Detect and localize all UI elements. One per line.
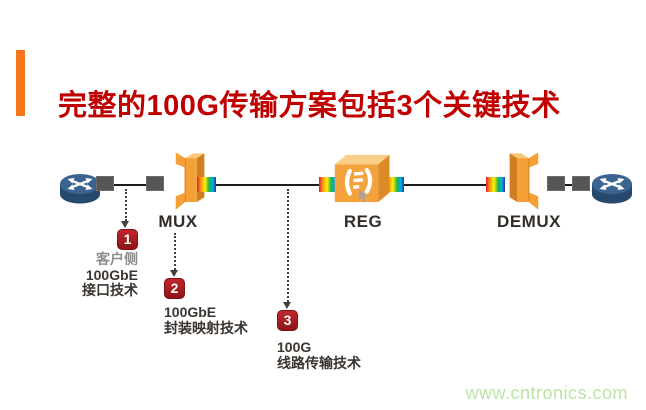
wdm-spectrum-square <box>385 177 404 192</box>
step-3-line-2: 线路传输技术 <box>277 354 361 371</box>
mux-label: MUX <box>158 212 198 231</box>
step-2-line-2: 封装映射技术 <box>164 319 248 336</box>
reg-label: REG <box>343 212 383 231</box>
router-icon <box>592 174 632 204</box>
step-1-line-2: 100GbE <box>85 266 138 283</box>
step-2-label: 100GbE 封装映射技术 <box>164 304 294 336</box>
demux-label: DEMUX <box>497 212 561 231</box>
step-2-badge: 2 <box>164 278 185 299</box>
step-3-label: 100G 线路传输技术 <box>277 339 407 371</box>
regenerator-icon <box>334 154 390 203</box>
step-1-badge: 1 <box>117 229 138 250</box>
client-link-line-right <box>564 184 575 186</box>
step-1-label: 客户侧 100GbE 接口技术 <box>56 251 138 299</box>
router-icon <box>60 174 100 204</box>
arrow-down-icon <box>283 302 291 309</box>
callout-connector-3 <box>287 189 289 302</box>
title-accent-bar <box>16 50 25 116</box>
port-square <box>146 176 164 191</box>
step-1-line-1: 客户侧 <box>96 251 138 267</box>
step-3-line-1: 100G <box>277 339 312 355</box>
step-2-line-1: 100GbE <box>164 304 217 320</box>
arrow-down-icon <box>121 221 129 228</box>
wdm-spectrum-square <box>319 177 338 192</box>
arrow-down-icon <box>170 270 178 277</box>
page-title: 完整的100G传输方案包括3个关键技术 <box>58 90 561 122</box>
port-square <box>96 176 114 191</box>
step-1-line-3: 接口技术 <box>82 282 138 298</box>
wdm-spectrum-square <box>197 177 216 192</box>
demux-icon <box>509 152 539 210</box>
client-link-line-left <box>113 184 147 186</box>
port-square <box>547 176 565 191</box>
port-square <box>572 176 590 191</box>
wdm-spectrum-square <box>486 177 505 192</box>
callout-connector-2 <box>174 233 176 270</box>
fiber-link-mux-reg <box>214 184 322 186</box>
watermark: www.cntronics.com <box>465 383 628 403</box>
callout-connector-1 <box>125 189 127 221</box>
fiber-link-reg-demux <box>403 184 487 186</box>
step-3-badge: 3 <box>277 310 298 331</box>
